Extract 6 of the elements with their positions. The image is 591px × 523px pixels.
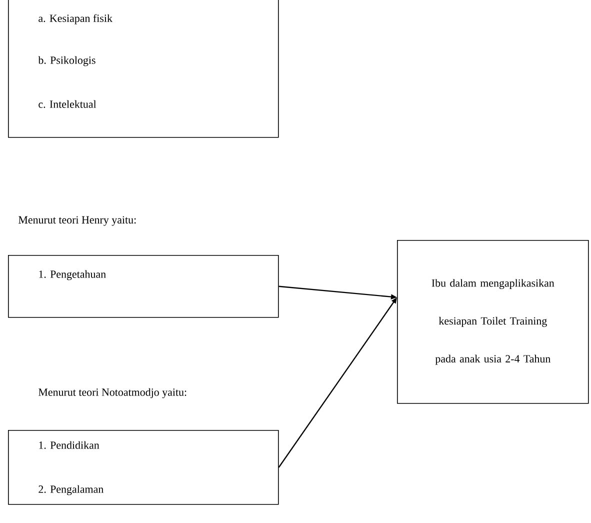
text-box: 1. Pendidikan 2. Pengalaman (8, 430, 279, 505)
text-box: a. Kesiapan fisik b. Psikologis c. Intelektual (8, 0, 279, 138)
label: Menurut teori Notoatmodjo yaitu: (38, 388, 186, 398)
text-box: 1. Pengetahuan (8, 254, 279, 318)
text-box: Ibu dalam mengaplikasikan kesiapan Toilet Training pada anak usia 2-4 Tahun (397, 240, 589, 404)
label: Menurut teori Henry yaitu: (18, 216, 136, 226)
